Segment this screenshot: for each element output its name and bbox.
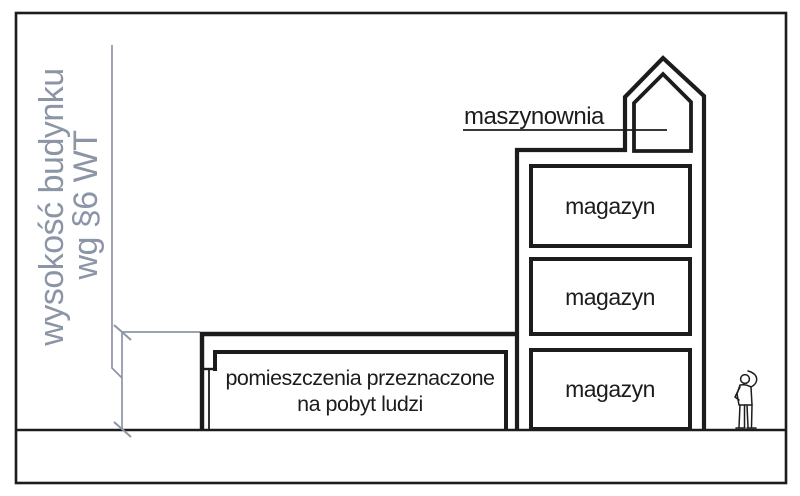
low-building-outline [199, 331, 517, 430]
machine-room-outline [632, 71, 693, 153]
occupancy-room-label-line2: na pobyt ludzi [297, 392, 423, 416]
person-raised-arm [747, 370, 758, 388]
tall-building-outline [514, 55, 707, 430]
height-dimension-lines [111, 45, 200, 438]
person-figure [734, 370, 758, 429]
person-torso [736, 384, 753, 406]
occupancy-room-label-line1: pomieszczenia przeznaczone [225, 366, 494, 390]
machine-room-label: maszynownia [464, 103, 605, 130]
dimension-tick-top [113, 324, 132, 341]
height-dimension-label-line2: wg §6 WT [67, 130, 105, 280]
low-building [199, 331, 517, 430]
height-dimension-label-line1: wysokość budynku [33, 68, 71, 346]
diagram-frame [14, 11, 788, 485]
person-leg-right [746, 404, 753, 428]
warehouse-label-top: magazyn [565, 193, 655, 219]
dimension-extension-line [111, 45, 123, 379]
warehouse-label-middle: magazyn [565, 284, 655, 310]
occupancy-room-outline [213, 350, 508, 429]
person-head [739, 373, 751, 385]
person-leg-left [738, 404, 746, 428]
dimension-tick-bottom [113, 421, 132, 438]
warehouse-room-middle [529, 257, 692, 336]
tall-building [514, 55, 707, 431]
warehouse-room-top [529, 164, 692, 248]
warehouse-room-bottom [529, 348, 692, 431]
warehouse-label-bottom: magazyn [565, 376, 655, 402]
person-arm [734, 386, 741, 401]
